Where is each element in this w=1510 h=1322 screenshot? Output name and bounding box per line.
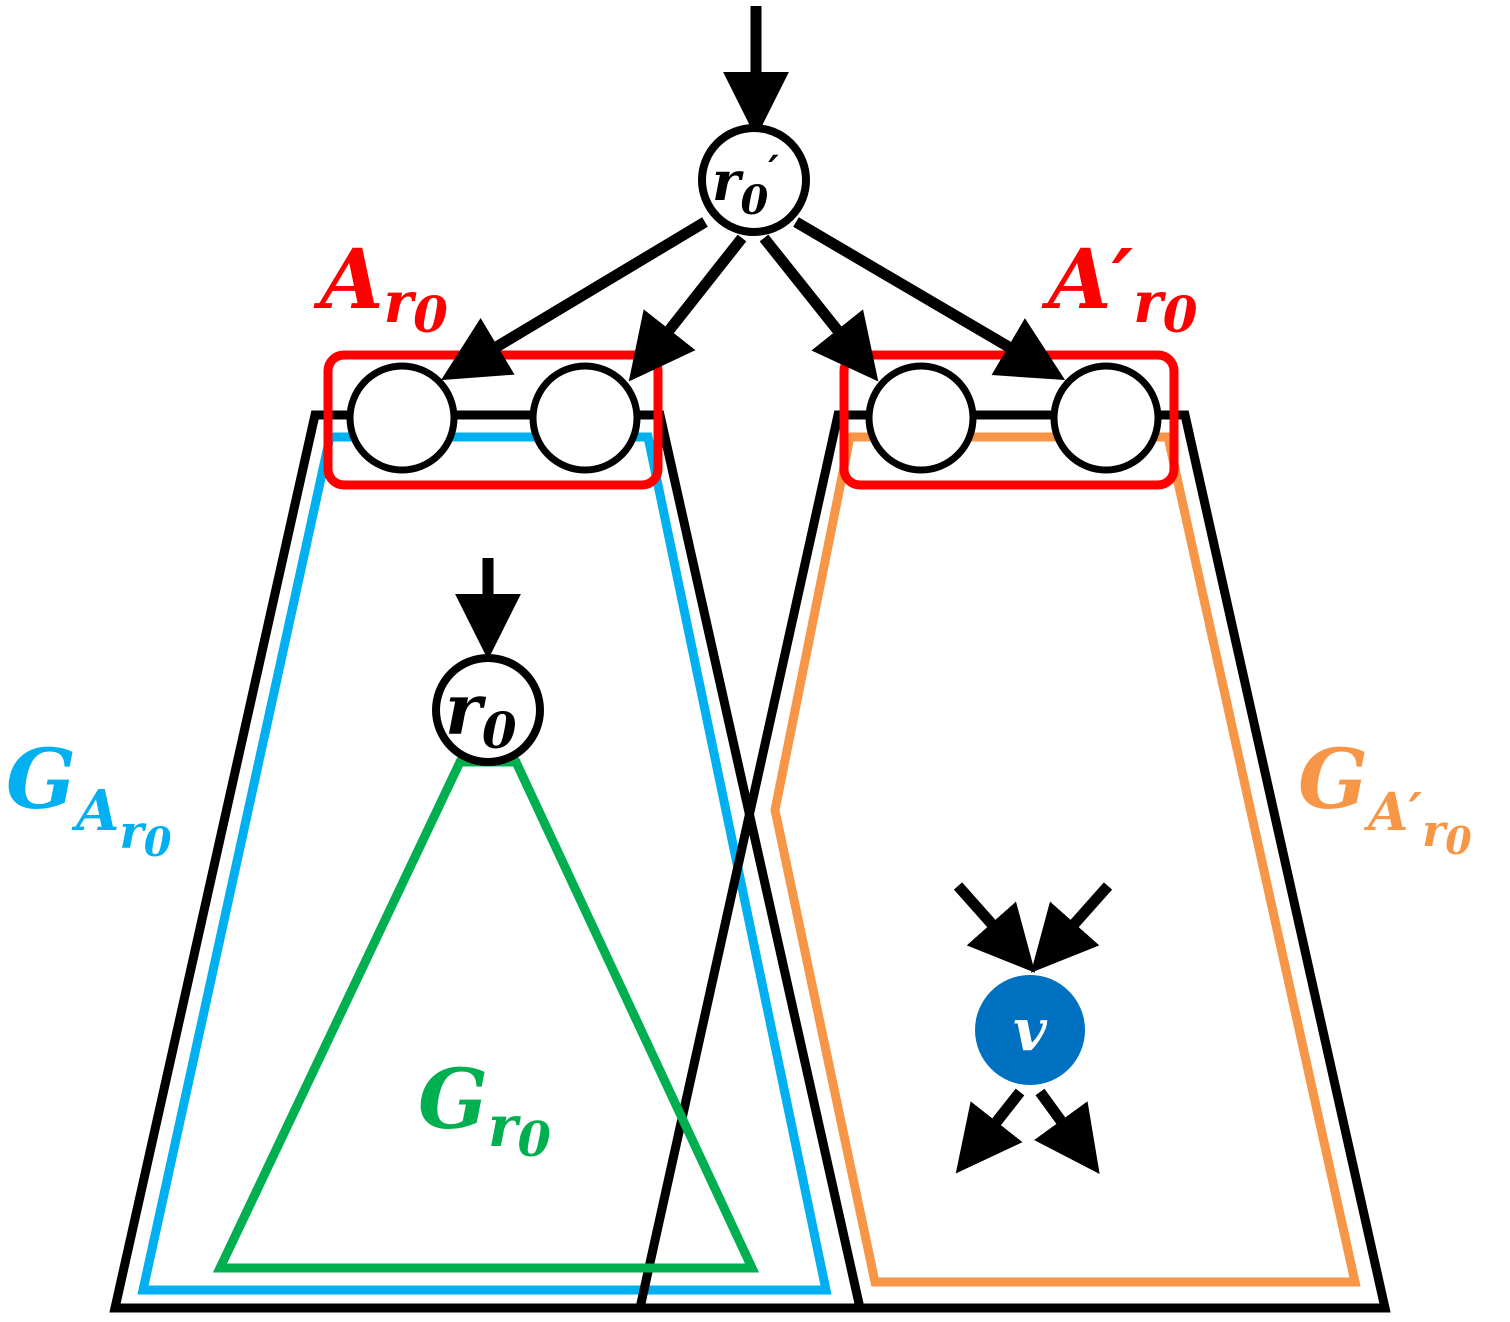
v-out-arrow-left xyxy=(955,1088,1025,1174)
right-node-2 xyxy=(1050,362,1162,474)
G-A-prime-r0-label: GA′r0 xyxy=(1298,732,1472,863)
root-node xyxy=(432,654,544,766)
v-out-arrow-right xyxy=(1034,1088,1100,1175)
arrow-to-node-1 xyxy=(441,217,708,381)
v-in-arrow-left xyxy=(953,882,1036,973)
right-node-1 xyxy=(865,362,977,474)
root-prime-label: r0′ xyxy=(712,147,779,224)
v-node xyxy=(975,975,1085,1085)
root-label: r0 xyxy=(445,668,517,760)
v-in-arrow-right xyxy=(1030,882,1113,973)
G-A-r0-label: GAr0 xyxy=(6,732,172,866)
arrow-to-node-2 xyxy=(628,234,747,382)
arrow-to-node-4 xyxy=(793,217,1066,381)
A-r0-label: Ar0 xyxy=(313,232,448,344)
left-node-1 xyxy=(346,362,458,474)
v-label: v xyxy=(1013,996,1048,1064)
right-orange-shape xyxy=(770,432,1361,1287)
A-prime-r0-label: A′r0 xyxy=(1041,232,1198,344)
left-node-2 xyxy=(529,362,641,474)
arrow-to-node-3 xyxy=(759,234,879,382)
root-prime-node xyxy=(698,124,810,236)
green-triangle xyxy=(212,757,760,1273)
left-trapezoid-outline xyxy=(109,410,866,1313)
right-trapezoid-outline xyxy=(634,410,1391,1313)
G-r0-label: Gr0 xyxy=(418,1052,551,1168)
